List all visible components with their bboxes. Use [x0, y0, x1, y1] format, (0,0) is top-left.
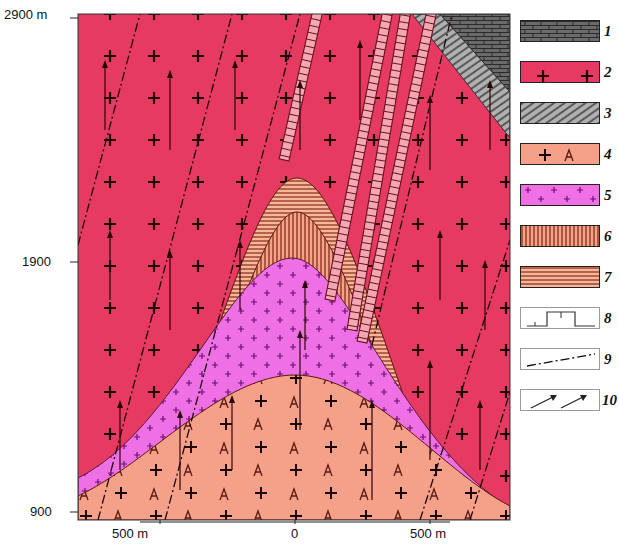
axis-label: 2900 m: [4, 8, 47, 21]
axis-label: 500 m: [410, 527, 446, 540]
legend-number: 4: [604, 147, 612, 162]
legend-number: 1: [604, 24, 612, 39]
legend-number: 10: [602, 393, 617, 408]
legend-swatch: [520, 348, 600, 370]
legend-swatch: [520, 389, 600, 411]
axis-label: 1900: [22, 255, 51, 268]
legend-number: 8: [604, 311, 612, 326]
legend-number: 6: [604, 229, 612, 244]
legend-number: 2: [604, 65, 612, 80]
axis-label: 0: [291, 527, 298, 540]
legend-swatch: [520, 143, 600, 165]
legend-swatch: [520, 61, 600, 83]
axis-label: 500 m: [112, 527, 148, 540]
legend-number: 3: [604, 106, 612, 121]
axis-label: 900: [30, 505, 52, 518]
legend-number: 5: [604, 188, 612, 203]
legend-swatch: [520, 102, 600, 124]
legend-swatch: [520, 266, 600, 288]
legend-number: 9: [604, 352, 612, 367]
legend-swatch: [520, 225, 600, 247]
legend-number: 7: [604, 270, 612, 285]
legend-swatch: [520, 20, 600, 42]
legend-swatch: [520, 184, 600, 206]
legend-swatch: [520, 307, 600, 329]
